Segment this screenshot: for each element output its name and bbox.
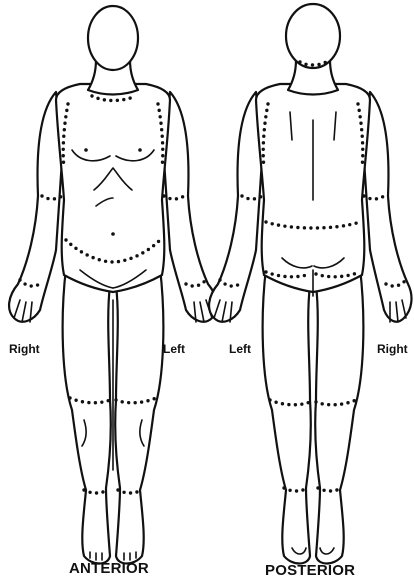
anterior-right-label: Right bbox=[9, 342, 40, 356]
posterior-body-outline bbox=[209, 4, 411, 564]
posterior-right-label: Right bbox=[377, 342, 408, 356]
posterior-title: POSTERIOR bbox=[265, 562, 355, 579]
anterior-left-label: Left bbox=[163, 342, 185, 356]
anterior-title: ANTERIOR bbox=[69, 560, 149, 577]
posterior-left-label: Left bbox=[229, 342, 251, 356]
